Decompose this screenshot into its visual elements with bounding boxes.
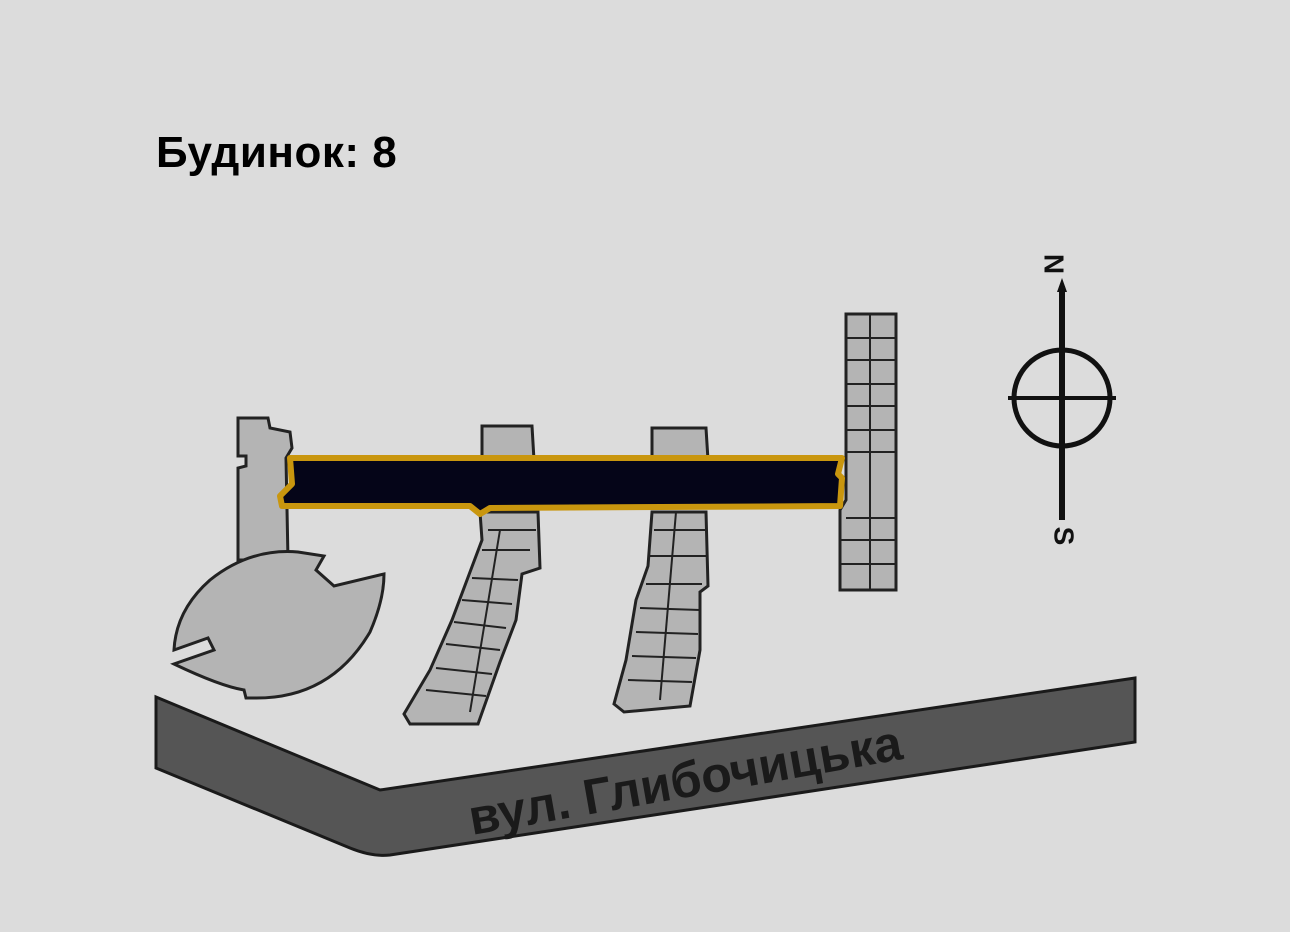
compass-north-label: N bbox=[1039, 254, 1070, 274]
building-middle-right-body[interactable] bbox=[612, 510, 710, 714]
street-road bbox=[154, 676, 1137, 857]
north-arrow-icon bbox=[1057, 278, 1067, 292]
building-right[interactable] bbox=[838, 312, 898, 592]
building-round[interactable] bbox=[170, 550, 386, 700]
building-title: Будинок: 8 bbox=[156, 128, 398, 177]
compass-rose: N S bbox=[1008, 254, 1116, 545]
building-8-highlight[interactable] bbox=[277, 455, 845, 517]
compass-south-label: S bbox=[1049, 527, 1080, 546]
building-middle-left-body[interactable] bbox=[402, 510, 542, 726]
street-label: вул. Глибочицька bbox=[464, 714, 907, 846]
building-left-complex[interactable] bbox=[170, 416, 386, 700]
building-middle-left-top[interactable] bbox=[480, 424, 536, 462]
